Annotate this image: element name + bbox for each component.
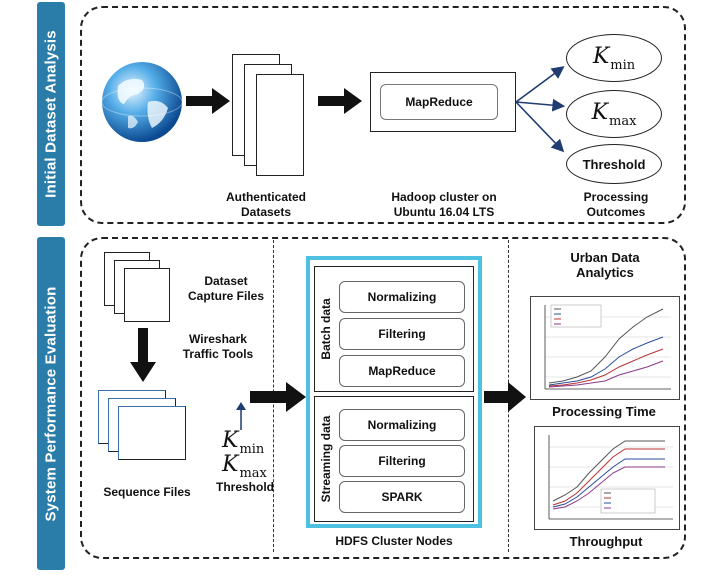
kmin-param: Kmin [222, 428, 265, 457]
sidebar-initial-dataset-analysis: Initial Dataset Analysis [37, 2, 65, 226]
threshold-label: Threshold [582, 156, 646, 172]
arrow-icon [250, 382, 306, 412]
batch-step-normalizing: Normalizing [339, 281, 465, 313]
mapreduce-box: MapReduce [380, 84, 498, 120]
streaming-step-spark: SPARK [339, 481, 465, 513]
processing-time-caption: Processing Time [552, 404, 656, 419]
processing-time-chart [530, 296, 680, 400]
authenticated-datasets-label: Authenticated Datasets [225, 190, 306, 219]
arrow-icon [236, 402, 246, 430]
streaming-data-title: Streaming data [319, 415, 333, 503]
section-title-initial: Initial Dataset Analysis [42, 30, 60, 198]
throughput-chart [534, 426, 680, 530]
hadoop-cluster-label: Hadoop cluster on Ubuntu 16.04 LTS [391, 190, 497, 219]
batch-step-filtering: Filtering [339, 318, 465, 350]
threshold-outcome: Threshold [566, 144, 662, 184]
batch-data-title: Batch data [319, 298, 333, 360]
arrow-icon [186, 88, 230, 114]
urban-data-analytics-title: Urban Data Analytics [570, 250, 640, 280]
arrow-icon [130, 328, 156, 382]
throughput-caption: Throughput [569, 534, 643, 549]
kmax-param: Kmax [222, 452, 267, 481]
section-title-performance: System Performance Evaluation [42, 285, 60, 522]
batch-data-box: Batch data Normalizing Filtering MapRedu… [314, 266, 474, 392]
hdfs-cluster-caption: HDFS Cluster Nodes [335, 534, 453, 548]
sidebar-system-performance: System Performance Evaluation [37, 237, 65, 570]
streaming-step-filtering: Filtering [339, 445, 465, 477]
mapreduce-label: MapReduce [405, 95, 473, 109]
streaming-step-normalizing: Normalizing [339, 409, 465, 441]
wireshark-label: Wireshark Traffic Tools [182, 332, 254, 361]
dataset-capture-files-label: Dataset Capture Files [187, 274, 265, 303]
processing-outcomes-label: Processing Outcomes [583, 190, 649, 219]
sequence-files-label: Sequence Files [103, 485, 191, 499]
arrow-icon [318, 88, 362, 114]
outcome-arrows [515, 66, 566, 153]
batch-step-mapreduce: MapReduce [339, 355, 465, 387]
kmax-outcome: Kmax [566, 90, 662, 138]
threshold-param: Threshold [216, 480, 275, 494]
arrow-icon [484, 382, 526, 412]
kmin-outcome: Kmin [566, 34, 662, 82]
globe-icon [101, 62, 183, 142]
streaming-data-box: Streaming data Normalizing Filtering SPA… [314, 396, 474, 522]
